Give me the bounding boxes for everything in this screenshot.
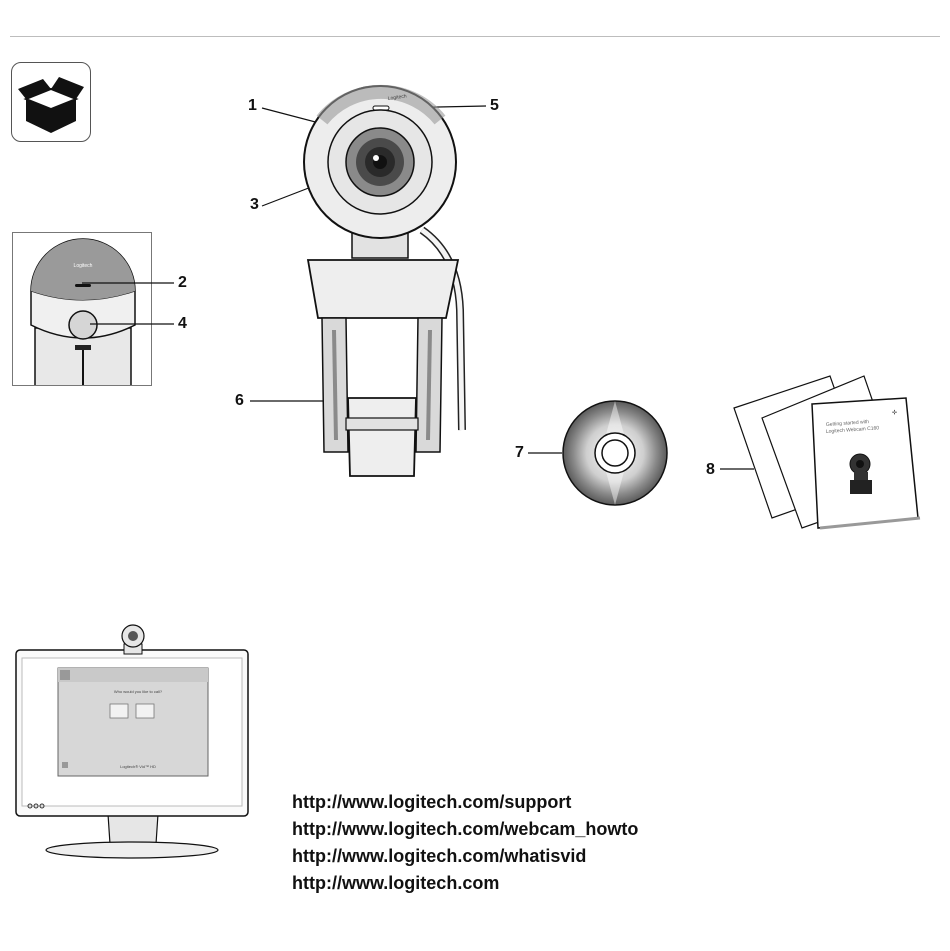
document-stack-icon: Getting started with Logitech Webcam C16… xyxy=(732,368,932,538)
webcam-icon: Logitech xyxy=(290,80,550,480)
cd-disc-icon xyxy=(561,399,671,509)
url-link[interactable]: http://www.logitech.com xyxy=(292,870,638,897)
callout-2: 2 xyxy=(178,274,187,292)
url-list: http://www.logitech.com/support http://w… xyxy=(292,789,638,897)
svg-text:⊹: ⊹ xyxy=(892,409,897,416)
detail-inset: Logitech xyxy=(12,232,152,386)
callout-4: 4 xyxy=(178,315,187,333)
top-divider xyxy=(10,36,940,37)
callout-1: 1 xyxy=(248,97,257,115)
url-link[interactable]: http://www.logitech.com/support xyxy=(292,789,638,816)
open-box-icon xyxy=(12,63,90,141)
svg-text:Logitech: Logitech xyxy=(74,263,93,269)
box-icon-frame xyxy=(11,62,91,142)
callout-3: 3 xyxy=(250,196,259,214)
url-link[interactable]: http://www.logitech.com/webcam_howto xyxy=(292,816,638,843)
url-link[interactable]: http://www.logitech.com/whatisvid xyxy=(292,843,638,870)
screen-question: Who would you like to call? xyxy=(98,689,178,694)
callout-6: 6 xyxy=(235,392,244,410)
screen-brand: Logitech® Vid™ HD xyxy=(108,764,168,769)
webcam-back-detail: Logitech xyxy=(13,233,151,385)
monitor-icon xyxy=(12,620,252,860)
callout-8: 8 xyxy=(706,461,715,479)
